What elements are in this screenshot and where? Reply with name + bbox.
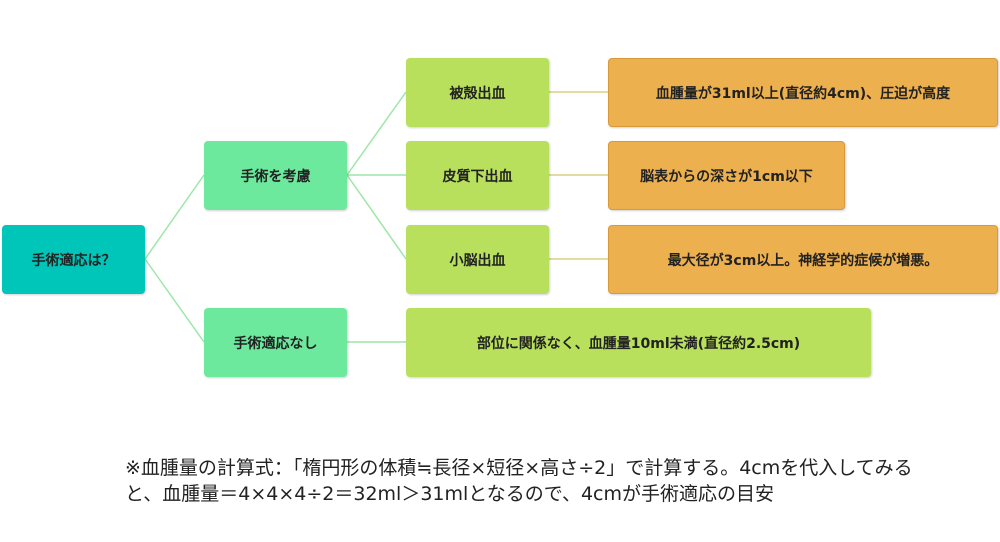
connector-koryo-to-shono (346, 174, 407, 260)
node-consider-surgery: 手術を考慮 (204, 141, 347, 210)
node-putaminal-hemorrhage-label: 被殻出血 (449, 85, 506, 102)
root-node-label: 手術適応は？ (31, 252, 116, 269)
calculation-note: ※血腫量の計算式：「楕円形の体積≒長径×短径×高さ÷2」で計算する。4cmを代入… (125, 457, 913, 505)
node-cerebellar-criterion-label: 最大径が3cm以上。神経学的症候が増悪。 (667, 252, 939, 269)
node-cerebellar-criterion: 最大径が3cm以上。神経学的症候が増悪。 (608, 225, 998, 294)
node-putaminal-criterion: 血腫量が31ml以上(直径約4cm)、圧迫が高度 (608, 58, 998, 127)
node-cerebellar-hemorrhage: 小脳出血 (406, 225, 549, 294)
node-no-surgery-label: 手術適応なし (233, 335, 318, 352)
connector-koryo-to-hikaku (346, 91, 407, 176)
node-putaminal-hemorrhage: 被殻出血 (406, 58, 549, 127)
node-no-surgery: 手術適応なし (204, 308, 347, 377)
node-cerebellar-hemorrhage-label: 小脳出血 (449, 252, 506, 269)
node-subcortical-criterion: 脳表からの深さが1cm以下 (608, 141, 845, 210)
node-subcortical-criterion-label: 脳表からの深さが1cm以下 (640, 168, 813, 185)
node-subcortical-hemorrhage-label: 皮質下出血 (442, 168, 513, 185)
node-no-surgery-criterion: 部位に関係なく、血腫量10ml未満(直径約2.5cm) (406, 308, 871, 377)
connector-root-to-nashi (144, 258, 205, 343)
node-consider-surgery-label: 手術を考慮 (240, 168, 311, 185)
node-subcortical-hemorrhage: 皮質下出血 (406, 141, 549, 210)
connector-root-to-koryo (144, 174, 205, 260)
node-putaminal-criterion-label: 血腫量が31ml以上(直径約4cm)、圧迫が高度 (655, 85, 951, 102)
root-node-surgical-indication: 手術適応は？ (2, 225, 145, 294)
node-no-surgery-criterion-label: 部位に関係なく、血腫量10ml未満(直径約2.5cm) (476, 335, 801, 352)
